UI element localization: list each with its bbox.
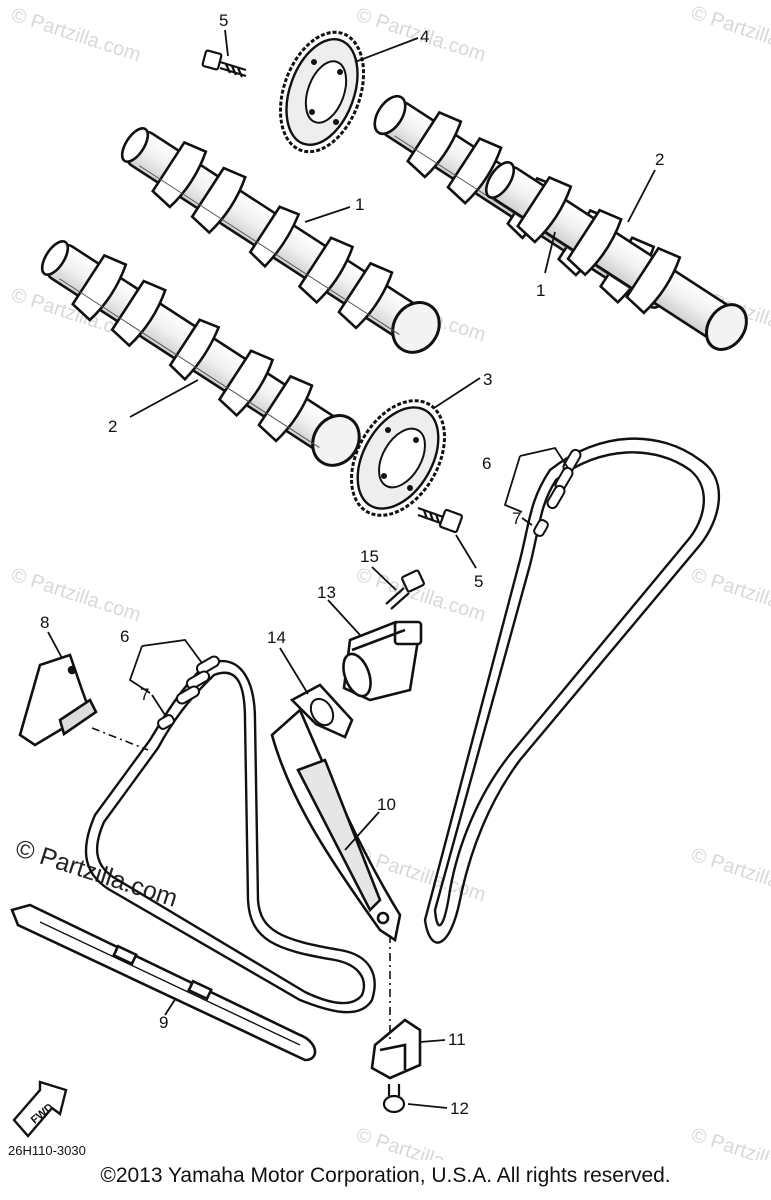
watermark: © Partzilla.com	[688, 2, 771, 65]
chain-guide-bottom	[10, 903, 317, 1062]
callout-9: 9	[159, 1013, 168, 1032]
callout-1: 1	[536, 281, 545, 300]
stopper-bolt	[382, 1084, 406, 1114]
callout-7: 7	[140, 685, 149, 704]
cam-chain-right	[423, 437, 721, 944]
sprocket-bolt-lower	[417, 506, 464, 534]
callout-6: 6	[482, 454, 491, 473]
callout-7: 7	[512, 509, 521, 528]
callout-1: 1	[355, 195, 364, 214]
camshaft-upper-left	[120, 127, 441, 354]
chain-tensioner-guide	[270, 707, 402, 943]
callout-2: 2	[655, 150, 664, 169]
guide-stopper	[370, 1018, 422, 1080]
watermark: © Partzilla.com	[688, 844, 771, 907]
watermark-layer: © Partzilla.com © Partzilla.com © Partzi…	[8, 2, 771, 1187]
callout-leaders	[47, 29, 656, 1109]
guide-alignment-line	[91, 727, 149, 751]
callout-labels: 5 4 1 1 2 2 3 6 7 5 15 13 8 6 14 7 10 9 …	[40, 11, 664, 1118]
chain-link-set-left	[157, 655, 221, 730]
tensioner-bolt	[385, 569, 425, 610]
callout-6: 6	[120, 627, 129, 646]
tensioner-gasket	[289, 683, 354, 739]
watermark: © Partzilla.com	[688, 564, 771, 627]
camshaft-middle-left	[40, 240, 361, 467]
watermark: © Partzilla.com	[8, 4, 143, 67]
chain-link-set-right	[533, 448, 582, 537]
callout-14: 14	[267, 628, 286, 647]
diagram-code: 26H110-3030	[8, 1143, 86, 1158]
cam-chain-left	[84, 659, 376, 1014]
callout-5: 5	[219, 11, 228, 30]
camshaft-right	[484, 161, 748, 351]
forward-arrow-icon: FWD	[12, 1080, 68, 1138]
callout-12: 12	[450, 1099, 469, 1118]
callout-11: 11	[448, 1030, 466, 1049]
sprocket-bolt-upper	[201, 49, 247, 78]
copyright-notice: ©2013 Yamaha Motor Corporation, U.S.A. A…	[100, 1164, 671, 1187]
callout-8: 8	[40, 613, 49, 632]
callout-3: 3	[483, 370, 492, 389]
watermark: © Partzilla.com	[688, 1124, 771, 1160]
chain-guide-top	[18, 653, 98, 747]
cam-chain-tensioner	[342, 620, 423, 702]
callout-5: 5	[474, 572, 483, 591]
watermark: © Partzilla.com	[353, 1124, 488, 1160]
cam-sprocket-lower	[350, 399, 446, 517]
exploded-view-drawing: © Partzilla.com © Partzilla.com © Partzi…	[8, 2, 771, 1187]
callout-4: 4	[420, 27, 429, 46]
watermark: © Partzilla.com	[8, 564, 143, 627]
callout-2: 2	[108, 417, 117, 436]
callout-10: 10	[377, 795, 396, 814]
watermark: © Partzilla.com	[353, 564, 488, 627]
callout-13: 13	[317, 583, 336, 602]
cam-sprocket-upper	[278, 30, 366, 154]
callout-15: 15	[360, 547, 379, 566]
